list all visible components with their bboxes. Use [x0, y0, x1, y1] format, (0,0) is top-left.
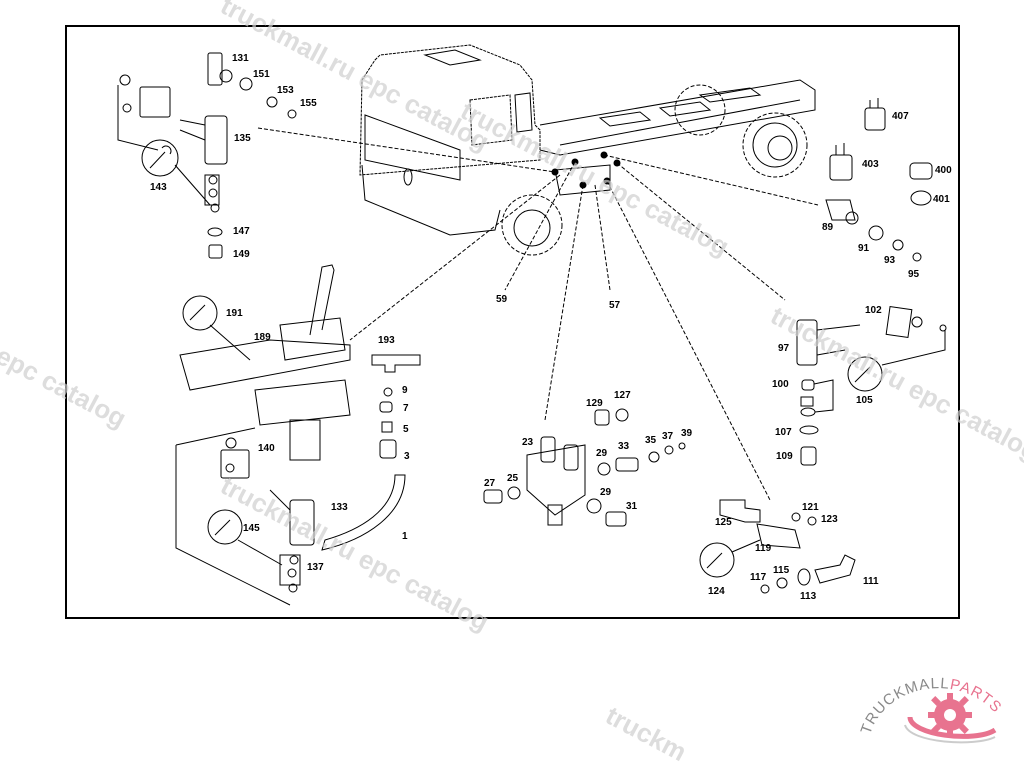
callout-1[interactable]: 1	[402, 531, 408, 542]
callout-35[interactable]: 35	[645, 435, 657, 446]
callout-23[interactable]: 23	[522, 437, 534, 448]
callout-91[interactable]: 91	[858, 243, 870, 254]
exploded-parts-diagram	[117, 44, 947, 606]
callout-125[interactable]: 125	[715, 517, 732, 528]
callout-151[interactable]: 151	[253, 69, 270, 80]
callout-113[interactable]: 113	[800, 591, 817, 602]
truckmallparts-logo[interactable]: TRUCKMALLPARTS	[855, 655, 1020, 747]
callout-100[interactable]: 100	[772, 379, 789, 390]
callout-117[interactable]: 117	[750, 572, 767, 583]
callout-127[interactable]: 127	[614, 390, 631, 401]
callout-155[interactable]: 155	[300, 98, 317, 109]
callout-149[interactable]: 149	[233, 249, 250, 260]
callout-191[interactable]: 191	[226, 308, 243, 319]
callout-7[interactable]: 7	[403, 403, 409, 414]
callout-121[interactable]: 121	[802, 502, 819, 513]
logo-graphic: TRUCKMALLPARTS	[858, 675, 1006, 744]
callout-115[interactable]: 115	[773, 565, 790, 576]
callout-145[interactable]: 145	[243, 523, 260, 534]
svg-text:TRUCKMALLPARTS: TRUCKMALLPARTS	[858, 675, 1006, 736]
callout-3[interactable]: 3	[404, 451, 410, 462]
callout-143[interactable]: 143	[150, 182, 167, 193]
callout-403[interactable]: 403	[862, 159, 879, 170]
callout-27[interactable]: 27	[484, 478, 496, 489]
truck-illustration	[359, 44, 816, 256]
callout-189[interactable]: 189	[254, 332, 271, 343]
callout-140[interactable]: 140	[258, 443, 275, 454]
gear-icon	[928, 693, 972, 737]
valve-133-group	[175, 427, 315, 606]
callout-33[interactable]: 33	[618, 441, 630, 452]
callout-5[interactable]: 5	[403, 424, 409, 435]
callout-401[interactable]: 401	[933, 194, 950, 205]
callout-193[interactable]: 193	[378, 335, 395, 346]
callout-111[interactable]: 111	[863, 576, 879, 587]
relay-valve-23-group	[483, 408, 686, 527]
callout-123[interactable]: 123	[821, 514, 838, 525]
callout-31[interactable]: 31	[626, 501, 638, 512]
callout-400[interactable]: 400	[935, 165, 952, 176]
leader-lines	[257, 127, 819, 501]
callout-107[interactable]: 107	[775, 427, 792, 438]
fitting-119-group	[699, 499, 856, 594]
callout-25[interactable]: 25	[507, 473, 519, 484]
callout-29a[interactable]: 29	[596, 448, 608, 459]
callout-102[interactable]: 102	[865, 305, 882, 316]
callout-59[interactable]: 59	[496, 294, 508, 305]
callout-57[interactable]: 57	[609, 300, 621, 311]
callout-29b[interactable]: 29	[600, 487, 612, 498]
callout-9[interactable]: 9	[402, 385, 408, 396]
callout-124[interactable]: 124	[708, 586, 725, 597]
valve-135-group	[117, 52, 297, 259]
callout-133[interactable]: 133	[331, 502, 348, 513]
callout-153[interactable]: 153	[277, 85, 294, 96]
callout-89[interactable]: 89	[822, 222, 834, 233]
callout-97[interactable]: 97	[778, 343, 790, 354]
hand-brake-valve-group	[179, 264, 421, 551]
valve-97-group	[796, 306, 947, 466]
callout-93[interactable]: 93	[884, 255, 896, 266]
callout-39[interactable]: 39	[681, 428, 693, 439]
callout-95[interactable]: 95	[908, 269, 920, 280]
callout-119[interactable]: 119	[755, 543, 772, 554]
callout-105[interactable]: 105	[856, 395, 873, 406]
callout-129[interactable]: 129	[586, 398, 603, 409]
callout-109[interactable]: 109	[776, 451, 793, 462]
callout-131[interactable]: 131	[232, 53, 249, 64]
switch-group	[825, 98, 933, 262]
callout-135[interactable]: 135	[234, 133, 251, 144]
connection-points	[551, 151, 621, 189]
callout-407[interactable]: 407	[892, 111, 909, 122]
callout-37[interactable]: 37	[662, 431, 674, 442]
callout-147[interactable]: 147	[233, 226, 250, 237]
callout-137[interactable]: 137	[307, 562, 324, 573]
